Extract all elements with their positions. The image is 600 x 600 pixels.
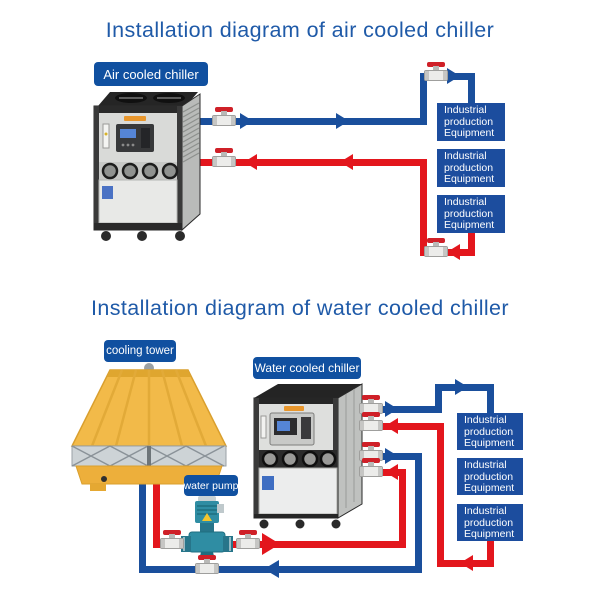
water-chiller-image xyxy=(253,383,363,529)
equipment-box-line: Equipment xyxy=(464,482,515,494)
equipment-box: Industrial production Equipment xyxy=(457,458,523,495)
air-return-pipe-horizontal xyxy=(198,159,427,166)
ball-valve-icon xyxy=(359,458,383,477)
ball-valve-icon xyxy=(236,530,260,549)
water-return-pipe-riser xyxy=(437,423,444,567)
flow-arrow-left-icon xyxy=(340,154,353,170)
equipment-box-line: Equipment xyxy=(464,437,515,449)
flow-arrow-right-icon xyxy=(455,379,468,395)
equipment-box-line: Industrial xyxy=(464,505,507,517)
cooling-tower-image xyxy=(70,363,228,491)
ball-valve-icon xyxy=(195,555,219,574)
flow-arrow-right-icon xyxy=(262,533,280,555)
flow-arrow-left-icon xyxy=(264,560,279,578)
equipment-box: Industrial production Equipment xyxy=(457,413,523,450)
equipment-box-line: Equipment xyxy=(444,173,495,185)
equipment-box-line: production xyxy=(444,207,494,220)
equipment-box-line: Industrial xyxy=(464,414,507,426)
equipment-box-line: production xyxy=(464,425,514,438)
equipment-box-line: Industrial xyxy=(464,459,507,471)
flow-arrow-right-icon xyxy=(336,113,349,129)
flow-arrow-right-icon xyxy=(385,401,398,417)
equipment-box-line: Equipment xyxy=(464,528,515,540)
condenser-out-pipe-riser xyxy=(415,453,422,573)
equipment-box-line: production xyxy=(464,516,514,529)
condenser-out-pipe-bottom xyxy=(139,566,422,573)
equipment-box-line: production xyxy=(444,115,494,128)
air-return-pipe-drop xyxy=(468,232,475,256)
equipment-box: Industrial production Equipment xyxy=(437,149,505,187)
flow-arrow-left-icon xyxy=(460,555,473,571)
flow-arrow-left-icon xyxy=(447,244,460,260)
flow-arrow-right-icon xyxy=(385,448,398,464)
ball-valve-icon xyxy=(424,238,448,257)
water-supply-pipe-riser xyxy=(435,384,442,413)
air-supply-pipe-horizontal xyxy=(198,118,427,125)
equipment-box-line: Industrial xyxy=(444,150,487,162)
ball-valve-icon xyxy=(212,107,236,126)
water-chiller-label: Water cooled chiller xyxy=(253,357,361,379)
page-title-air: Installation diagram of air cooled chill… xyxy=(105,18,495,42)
equipment-box-line: Industrial xyxy=(444,196,487,208)
water-pump-image xyxy=(181,496,233,560)
flow-arrow-left-icon xyxy=(244,154,257,170)
air-return-pipe-riser xyxy=(420,162,427,256)
tower-outlet-pipe xyxy=(153,482,160,548)
tower-inlet-pipe xyxy=(139,482,146,573)
ball-valve-icon xyxy=(160,530,184,549)
ball-valve-icon xyxy=(212,148,236,167)
equipment-box-line: Equipment xyxy=(444,127,495,139)
flow-arrow-right-icon xyxy=(447,68,460,84)
flow-arrow-right-icon xyxy=(240,113,253,129)
flow-arrow-left-icon xyxy=(385,464,398,480)
equipment-box-line: production xyxy=(444,161,494,174)
flow-arrow-left-icon xyxy=(385,418,398,434)
equipment-box: Industrial production Equipment xyxy=(437,195,505,233)
air-supply-pipe-riser xyxy=(420,73,427,125)
equipment-box-line: Equipment xyxy=(444,219,495,231)
condenser-in-pipe-riser xyxy=(399,469,406,548)
page-title-water: Installation diagram of water cooled chi… xyxy=(91,296,509,320)
equipment-box: Industrial production Equipment xyxy=(437,103,505,141)
air-chiller-image xyxy=(93,92,201,241)
equipment-box: Industrial production Equipment xyxy=(457,504,523,541)
equipment-box-line: production xyxy=(464,470,514,483)
ball-valve-icon xyxy=(424,62,448,81)
water-supply-pipe-horizontal xyxy=(354,406,442,413)
air-supply-pipe-drop xyxy=(468,73,475,105)
equipment-box-line: Industrial xyxy=(444,104,487,116)
water-pump-label: water pump xyxy=(184,475,238,496)
water-return-pipe-drop xyxy=(487,540,494,567)
ball-valve-icon xyxy=(359,412,383,431)
water-supply-pipe-drop xyxy=(487,384,494,414)
water-return-pipe-horizontal xyxy=(354,423,444,430)
cooling-tower-label: cooling tower xyxy=(104,340,176,362)
air-chiller-label: Air cooled chiller xyxy=(94,62,208,86)
